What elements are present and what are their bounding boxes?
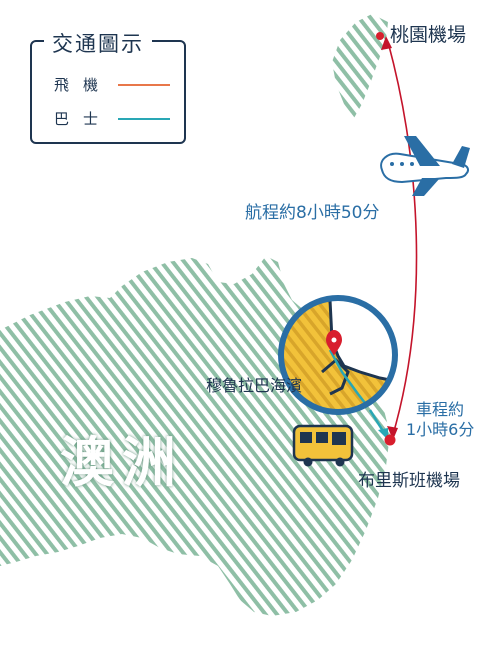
- flight-duration-label: 航程約8小時50分: [245, 203, 380, 223]
- flight-route-arrow-down: [387, 426, 398, 440]
- location-pin-icon: [326, 330, 342, 356]
- taiwan-landmass: [332, 14, 388, 118]
- legend-label-flight: 飛機: [54, 76, 113, 94]
- drive-duration-line2: 1小時6分: [406, 420, 475, 439]
- legend-line-bus: [118, 118, 170, 120]
- legend-title: 交通圖示: [44, 28, 152, 58]
- drive-duration-line1: 車程約: [416, 400, 465, 419]
- legend-line-flight: [118, 84, 170, 86]
- brisbane-airport-marker: [384, 434, 396, 446]
- australia-region-label: 澳洲: [60, 431, 184, 494]
- airplane-icon: [380, 136, 470, 196]
- inset-map: [278, 295, 398, 415]
- bus-icon: [292, 424, 354, 467]
- legend-label-bus: 巴士: [54, 110, 113, 128]
- flight-route-arrow-up: [381, 36, 392, 50]
- flight-route-line: [387, 41, 418, 439]
- taoyuan-airport-label: 桃園機場: [390, 24, 467, 46]
- brisbane-airport-label: 布里斯班機場: [358, 471, 460, 491]
- taoyuan-airport-marker: [376, 32, 384, 40]
- mooloolaba-beach-label: 穆魯拉巴海濱: [206, 376, 303, 395]
